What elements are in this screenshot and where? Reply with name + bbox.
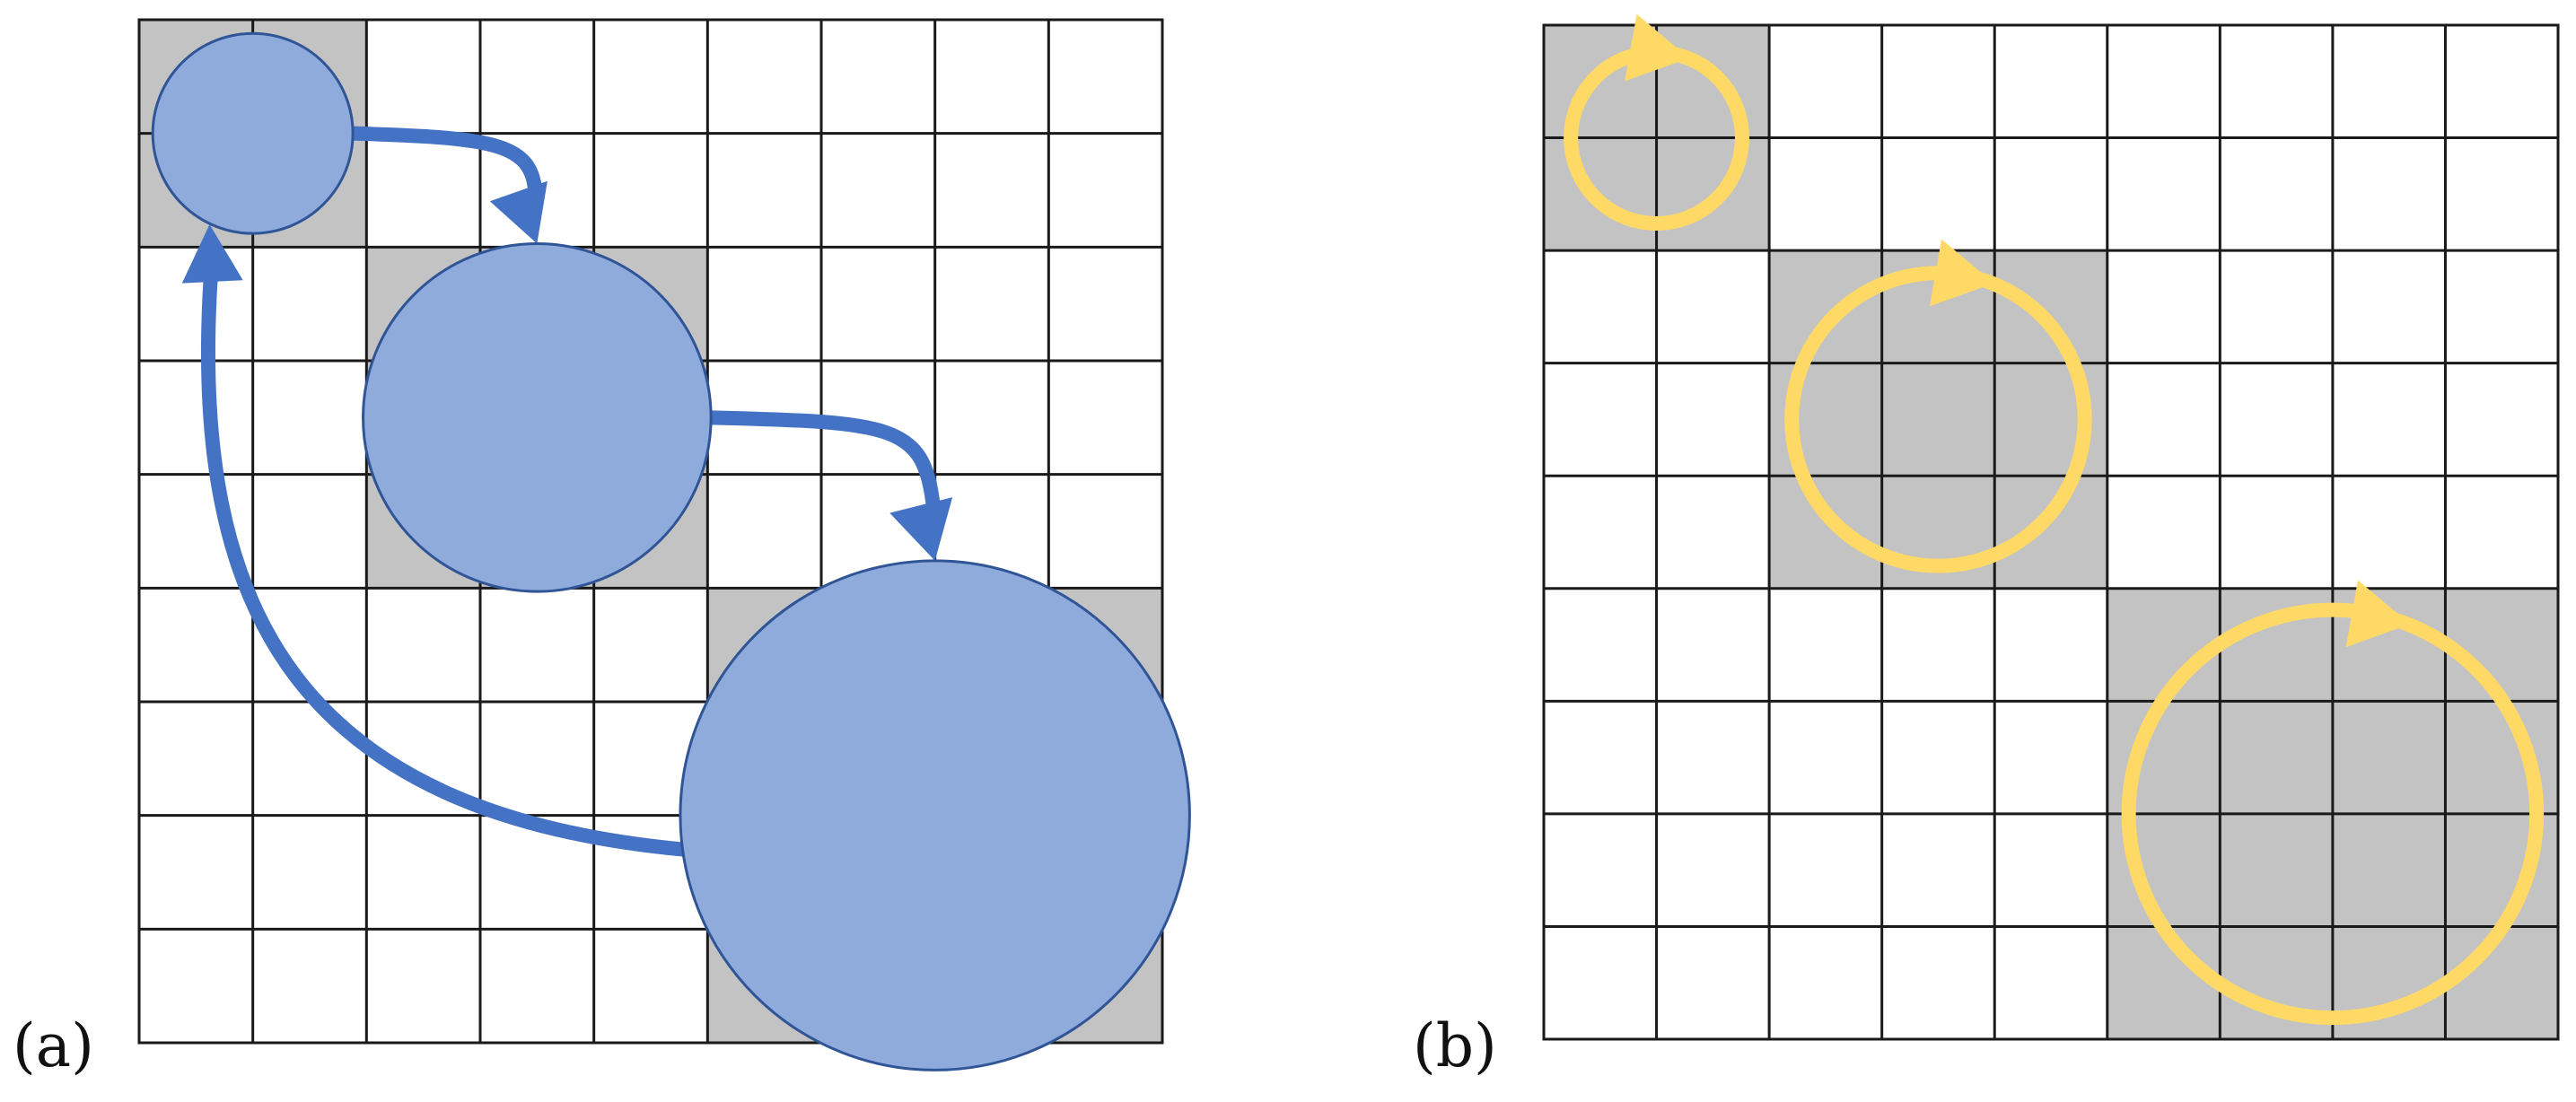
grid-frame (1542, 23, 2560, 1041)
grid-frame (137, 18, 1164, 1045)
arrow-block3-to-block1-head (181, 224, 243, 284)
block-node-1 (362, 242, 713, 593)
panel-a-diagram (151, 31, 1191, 1071)
panel-label-b: (b) (1413, 1011, 1497, 1080)
arrow-block3-to-block1 (201, 279, 685, 857)
self-loop-2 (2121, 602, 2545, 1026)
block-1 (1769, 250, 2107, 589)
arrow-block1-to-block2-head (489, 180, 548, 244)
arrow-block2-to-block3-head (889, 497, 953, 561)
arrow-block1-to-block2 (352, 126, 543, 193)
self-loop-head-1 (1929, 239, 1994, 307)
panel-b: (b) (1413, 13, 2560, 1080)
self-loop-head-2 (2345, 580, 2411, 648)
block-node-2 (679, 559, 1191, 1071)
panel-a: (a) (13, 18, 1191, 1080)
block-node-0 (151, 31, 355, 235)
panel-b-block-cells (1544, 25, 2558, 1039)
panel-b-diagram (1564, 13, 2545, 1026)
self-loop-head-0 (1625, 13, 1689, 82)
arrow-block2-to-block3 (710, 410, 941, 506)
panel-label-a: (a) (13, 1011, 94, 1080)
panel-b-grid (1542, 23, 2560, 1041)
